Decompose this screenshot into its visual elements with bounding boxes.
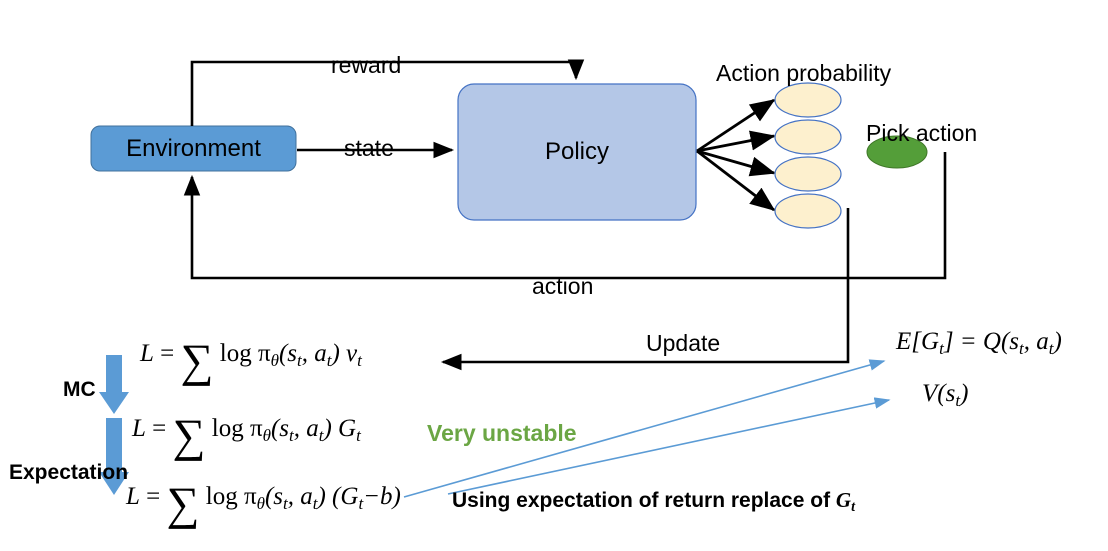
eq1-term: v — [346, 340, 358, 367]
environment-label-text: Environment — [126, 134, 261, 162]
equation-1: L = ∑ log πθ(st, at) vt — [140, 338, 362, 384]
eq3-args-open: (s — [264, 483, 283, 510]
eq1-args-open: (s — [278, 340, 297, 367]
baseline-to-qvalue-arrow — [403, 359, 886, 498]
environment-node-label[interactable]: Environment — [91, 126, 296, 171]
state-edge-label: state — [344, 137, 394, 160]
eq2-args-open: (s — [270, 415, 289, 442]
eq2-term: G — [338, 415, 357, 442]
policy-node-shape[interactable] — [457, 83, 697, 221]
expected-return-expression: E[Gt] = Q(st, at) — [896, 328, 1062, 359]
eq3-lhs: L — [126, 483, 140, 510]
policy-to-oval-4-edge — [696, 149, 776, 212]
reward-label-text: reward — [331, 52, 402, 78]
er-close: ] = Q(s — [943, 328, 1020, 355]
action-probability-label-text: Action probability — [716, 60, 892, 86]
action-probability-oval-2[interactable] — [774, 119, 842, 155]
mc-step-label: MC — [63, 379, 96, 400]
eq1-log: log π — [219, 340, 271, 367]
action-probability-group-label: Action probability — [716, 62, 891, 85]
eq3-sum-symbol: ∑ — [166, 478, 200, 530]
equation-3: L = ∑ log πθ(st, at) (Gt−b) — [126, 481, 401, 527]
eq3-term-sub: t — [358, 493, 364, 513]
reward-edge — [190, 59, 585, 126]
mc-step-arrow — [99, 355, 129, 414]
eq1-sub-t2: t — [326, 350, 332, 370]
baseline-to-value-arrow — [447, 397, 891, 495]
eq1-sub-t1: t — [297, 350, 302, 370]
very-unstable-note: Very unstable — [427, 422, 577, 445]
eq2-sub-t1: t — [289, 425, 294, 445]
er-open: [G — [911, 328, 940, 355]
vf-v: V(s — [922, 380, 956, 407]
value-function-expression: V(st) — [922, 380, 968, 411]
environment-node-shape[interactable] — [90, 125, 297, 172]
eq2-comma: , a — [293, 415, 319, 442]
policy-label-text: Policy — [544, 138, 610, 165]
eq3-log: log π — [205, 483, 257, 510]
policy-to-oval-3-edge — [696, 149, 776, 177]
eq1-theta: θ — [270, 350, 279, 370]
policy-node-label[interactable]: Policy — [458, 84, 696, 220]
expectation-label-text: Expectation — [9, 461, 129, 484]
eq2-lhs: L — [132, 415, 146, 442]
er-sub2: t — [1019, 338, 1024, 358]
state-label-text: state — [344, 135, 394, 161]
eq3-comma: , a — [287, 483, 313, 510]
using-expectation-symbol: G — [835, 488, 852, 512]
policy-to-oval-2-edge — [696, 130, 776, 153]
vf-end: ) — [960, 380, 969, 407]
er-sub1: t — [939, 338, 944, 358]
action-edge-label: action — [532, 275, 593, 298]
update-label-text: Update — [646, 330, 721, 356]
eq2-equals: = — [152, 415, 167, 442]
action-label-text: action — [532, 273, 594, 299]
using-expectation-text: Using expectation of return replace of — [452, 489, 836, 512]
er-end: ) — [1053, 328, 1062, 355]
eq3-args-close: ) — [317, 483, 326, 510]
action-probability-oval-1[interactable] — [774, 82, 842, 118]
action-probability-oval-4[interactable] — [774, 193, 842, 229]
eq3-term-rest: −b) — [363, 483, 401, 510]
eq1-equals: = — [160, 340, 175, 367]
update-edge — [440, 208, 850, 371]
expectation-step-label: Expectation — [9, 462, 128, 483]
eq3-term-open: (G — [332, 483, 359, 510]
eq1-lhs: L — [140, 340, 154, 367]
mc-label-text: MC — [63, 378, 96, 401]
very-unstable-text: Very unstable — [427, 420, 577, 446]
using-expectation-symbol-sub: t — [851, 498, 856, 515]
eq2-args-close: ) — [323, 415, 332, 442]
using-expectation-note: Using expectation of return replace of G… — [452, 488, 856, 515]
eq3-theta: θ — [256, 493, 265, 513]
eq2-sum-symbol: ∑ — [172, 410, 206, 462]
vf-sub: t — [955, 390, 961, 410]
eq1-sum-symbol: ∑ — [180, 335, 214, 387]
expectation-step-arrow — [99, 418, 129, 495]
eq1-args-close: ) — [331, 340, 340, 367]
pick-action-node-label[interactable]: Pick action — [866, 122, 977, 145]
er-e: E — [896, 328, 912, 355]
eq3-sub-t2: t — [312, 493, 318, 513]
eq2-theta: θ — [262, 425, 271, 445]
update-edge-label: Update — [646, 332, 720, 355]
equation-2: L = ∑ log πθ(st, at) Gt — [132, 413, 361, 459]
eq1-term-sub: t — [357, 350, 362, 370]
eq2-log: log π — [211, 415, 263, 442]
eq3-equals: = — [146, 483, 161, 510]
er-sub3: t — [1048, 338, 1054, 358]
er-comma: , a — [1023, 328, 1049, 355]
eq1-comma: , a — [301, 340, 327, 367]
pick-action-node-shape[interactable] — [866, 135, 928, 169]
pick-action-label-text: Pick action — [866, 120, 978, 146]
policy-to-oval-1-edge — [696, 98, 776, 153]
eq3-sub-t1: t — [283, 493, 288, 513]
eq2-sub-t2: t — [318, 425, 324, 445]
eq2-term-sub: t — [356, 425, 361, 445]
action-probability-oval-3[interactable] — [774, 156, 842, 192]
reward-edge-label: reward — [331, 54, 401, 77]
action-edge — [183, 152, 947, 280]
